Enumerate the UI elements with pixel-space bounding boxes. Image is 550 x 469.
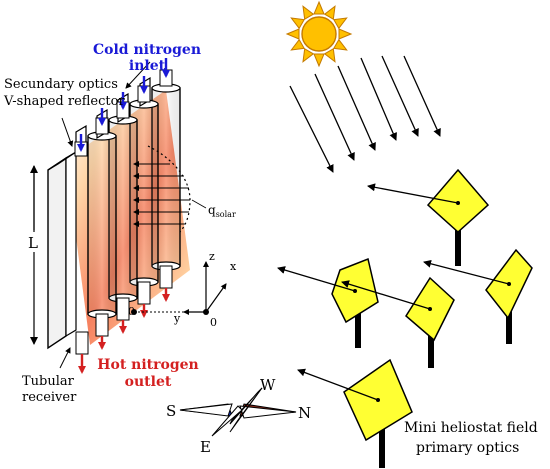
- secondary-optics-label-1: Secundary optics: [4, 77, 118, 92]
- compass-s-label: S: [166, 402, 176, 420]
- heliostat-2: [277, 257, 379, 348]
- hot-outlet-arrows: [78, 288, 170, 374]
- heliostat-field-label-1: Mini heliostat field: [404, 420, 538, 436]
- tubular-receiver: [47, 58, 207, 374]
- length-label: L: [28, 234, 38, 252]
- coordinate-axes: [131, 261, 227, 315]
- hot-outlet-label-1: Hot nitrogen: [97, 357, 198, 373]
- heliostat-5: [297, 358, 413, 468]
- axis-z-label: z: [209, 250, 215, 263]
- q-solar-label: qsolar: [208, 203, 236, 219]
- flux-arrows: [133, 161, 190, 227]
- compass-e-label: E: [200, 438, 211, 456]
- sun-icon: [285, 0, 353, 68]
- cold-inlet-label-2: inlet: [129, 58, 166, 74]
- heliostat-3: [341, 276, 455, 368]
- outlet-stubs: [75, 265, 173, 355]
- cold-inlet-label-1: Cold nitrogen: [93, 42, 201, 58]
- tubular-receiver-label-2: receiver: [22, 390, 77, 405]
- front-slab: [47, 150, 77, 350]
- length-dimension: [26, 165, 42, 345]
- heliostat-4: [423, 248, 533, 344]
- tube-2: [87, 131, 117, 319]
- q-solar-leader: [191, 199, 207, 209]
- secondary-optics-label-2: V-shaped reflector: [3, 94, 125, 109]
- heliostat-field-label-2: primary optics: [416, 440, 519, 456]
- heliostat-1: [367, 168, 490, 266]
- axis-x-label: x: [230, 260, 237, 273]
- tubular-receiver-label-1: Tubular: [22, 374, 75, 389]
- cold-inlet-arrows: [77, 58, 170, 152]
- hot-outlet-label-2: outlet: [125, 374, 172, 390]
- axis-y-label: y: [173, 312, 181, 325]
- compass-rose: [179, 387, 297, 437]
- label-leaders: [59, 61, 151, 369]
- origin-right-label: 0: [210, 316, 217, 329]
- sun-rays: [289, 55, 441, 173]
- compass-n-label: N: [298, 404, 311, 422]
- compass-w-label: W: [260, 376, 276, 394]
- origin-left-label: 0: [128, 305, 135, 318]
